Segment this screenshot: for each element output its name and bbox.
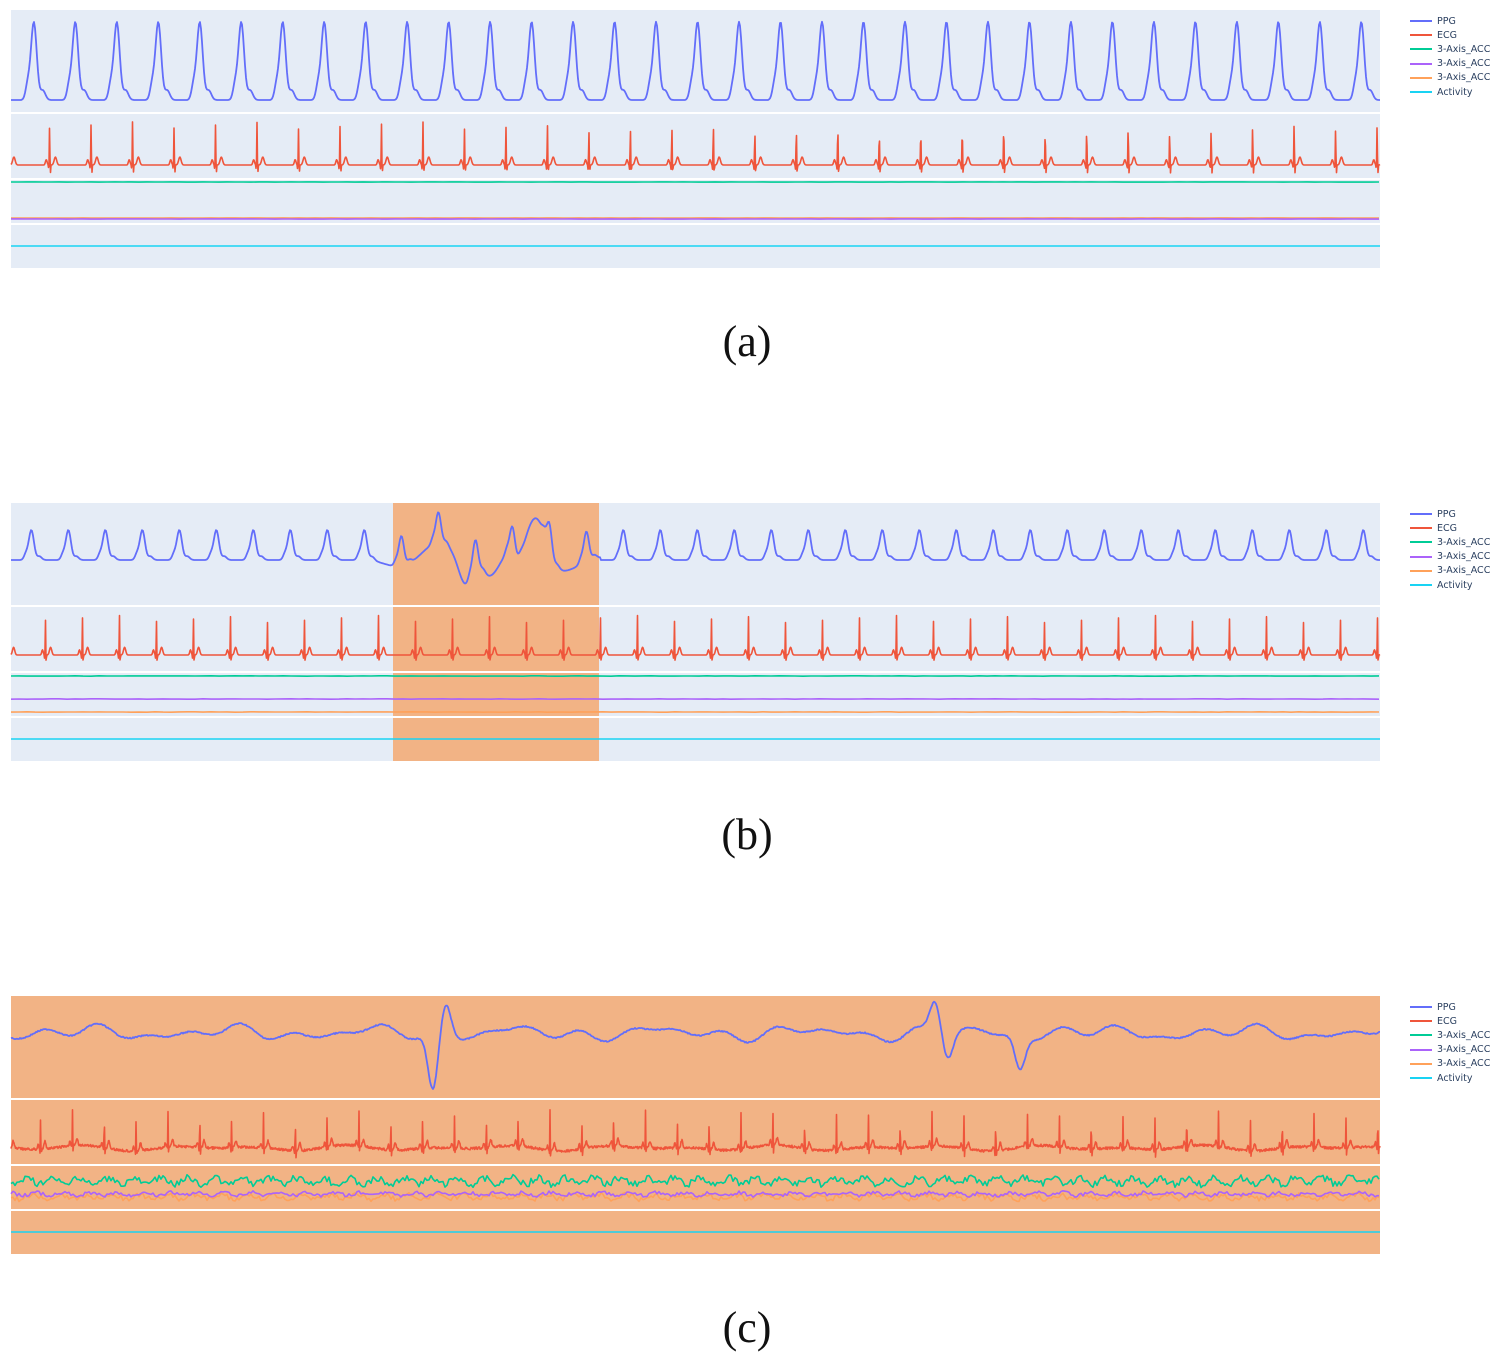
legend-item-3-axis-acc[interactable]: 3-Axis_ACC (1410, 564, 1490, 578)
legend-line-icon (1410, 48, 1432, 51)
legend-label: 3-Axis_ACC (1437, 551, 1491, 563)
legend-line-icon (1410, 569, 1432, 572)
legend-label: PPG (1437, 508, 1456, 520)
subplot-ecg-bg (11, 114, 1380, 178)
legend-label: PPG (1437, 1001, 1456, 1013)
artifact-highlight (393, 503, 599, 605)
subplot-ppg-bg (11, 503, 1380, 605)
legend-label: 3-Axis_ACC (1437, 1029, 1491, 1041)
legend-item-3-axis-acc[interactable]: 3-Axis_ACC (1410, 71, 1490, 85)
legend-label: 3-Axis_ACC (1437, 1058, 1491, 1070)
legend-line-icon (1410, 62, 1432, 65)
caption-a: (a) (722, 317, 772, 366)
legend-label: ECG (1437, 1015, 1457, 1027)
legend-label: PPG (1437, 15, 1456, 27)
legend-item-ecg[interactable]: ECG (1410, 28, 1490, 42)
legend-line-icon (1410, 555, 1432, 558)
legend-item-3-axis-acc[interactable]: 3-Axis_ACC (1410, 1057, 1490, 1071)
legend-label: 3-Axis_ACC (1437, 58, 1491, 70)
legend-item-3-axis-acc[interactable]: 3-Axis_ACC (1410, 550, 1490, 564)
subplot-ecg-bg (11, 607, 1380, 671)
legend-label: 3-Axis_ACC (1437, 72, 1491, 84)
legend-line-icon (1410, 1006, 1432, 1009)
ppg-trace (10, 1000, 1380, 1090)
artifact-highlight (11, 996, 1380, 1098)
artifact-highlight (11, 1166, 1380, 1209)
legend-item-3-axis-acc[interactable]: 3-Axis_ACC (1410, 42, 1490, 56)
legend-line-icon (1410, 541, 1432, 544)
acc-x-trace (10, 1173, 1380, 1189)
chart-a (10, 10, 1381, 268)
legend-line-icon (1410, 91, 1432, 94)
legend-label: Activity (1437, 579, 1473, 591)
legend-line-icon (1410, 34, 1432, 37)
legend-item-activity[interactable]: Activity (1410, 1071, 1490, 1085)
subplot-acc-bg (11, 180, 1380, 223)
artifact-highlight (11, 1100, 1380, 1164)
legend-item-activity[interactable]: Activity (1410, 85, 1490, 99)
legend-item-activity[interactable]: Activity (1410, 578, 1490, 592)
legend-label: 3-Axis_ACC (1437, 43, 1491, 55)
legend-item-ecg[interactable]: ECG (1410, 1014, 1490, 1028)
subplot-ppg-bg (11, 10, 1380, 112)
ecg-trace (10, 1109, 1381, 1159)
legend-line-icon (1410, 584, 1432, 587)
legend-line-icon (1410, 1048, 1432, 1051)
legend-line-icon (1410, 527, 1432, 530)
legend-item-3-axis-acc[interactable]: 3-Axis_ACC (1410, 57, 1490, 71)
ppg-trace (11, 20, 1380, 101)
legend-a: PPG ECG 3-Axis_ACC 3-Axis_ACC 3-Axis_ACC Acti… (1410, 14, 1490, 99)
legend-item-3-axis-acc[interactable]: 3-Axis_ACC (1410, 1043, 1490, 1057)
legend-c: PPG ECG 3-Axis_ACC 3-Axis_ACC 3-Axis_ACC Acti… (1410, 1000, 1490, 1085)
legend-label: 3-Axis_ACC (1437, 536, 1491, 548)
legend-line-icon (1410, 1020, 1432, 1023)
ppg-trace (11, 511, 1380, 585)
caption-b: (b) (721, 810, 773, 859)
chart-b (10, 503, 1381, 761)
legend-item-ecg[interactable]: ECG (1410, 521, 1490, 535)
acc-z-trace (10, 1191, 1380, 1203)
legend-line-icon (1410, 76, 1432, 79)
artifact-highlight (393, 607, 599, 671)
ecg-trace (10, 121, 1381, 174)
caption-c: (c) (722, 1303, 772, 1352)
legend-line-icon (1410, 513, 1432, 516)
legend-item-3-axis-acc[interactable]: 3-Axis_ACC (1410, 1028, 1490, 1042)
chart-c (10, 996, 1381, 1254)
artifact-highlight (393, 673, 599, 716)
legend-label: Activity (1437, 86, 1473, 98)
legend-label: 3-Axis_ACC (1437, 565, 1491, 577)
legend-b: PPG ECG 3-Axis_ACC 3-Axis_ACC 3-Axis_ACC Acti… (1410, 507, 1490, 592)
legend-item-ppg[interactable]: PPG (1410, 507, 1490, 521)
legend-line-icon (1410, 1077, 1432, 1080)
legend-label: 3-Axis_ACC (1437, 1044, 1491, 1056)
acc-y-trace (10, 1190, 1379, 1198)
legend-line-icon (1410, 20, 1432, 23)
legend-label: Activity (1437, 1072, 1473, 1084)
legend-item-ppg[interactable]: PPG (1410, 1000, 1490, 1014)
legend-item-ppg[interactable]: PPG (1410, 14, 1490, 28)
legend-item-3-axis-acc[interactable]: 3-Axis_ACC (1410, 535, 1490, 549)
subplot-acc-bg (11, 673, 1380, 716)
legend-line-icon (1410, 1034, 1432, 1037)
ecg-trace (10, 614, 1381, 661)
legend-label: ECG (1437, 29, 1457, 41)
legend-line-icon (1410, 1062, 1432, 1065)
legend-label: ECG (1437, 522, 1457, 534)
